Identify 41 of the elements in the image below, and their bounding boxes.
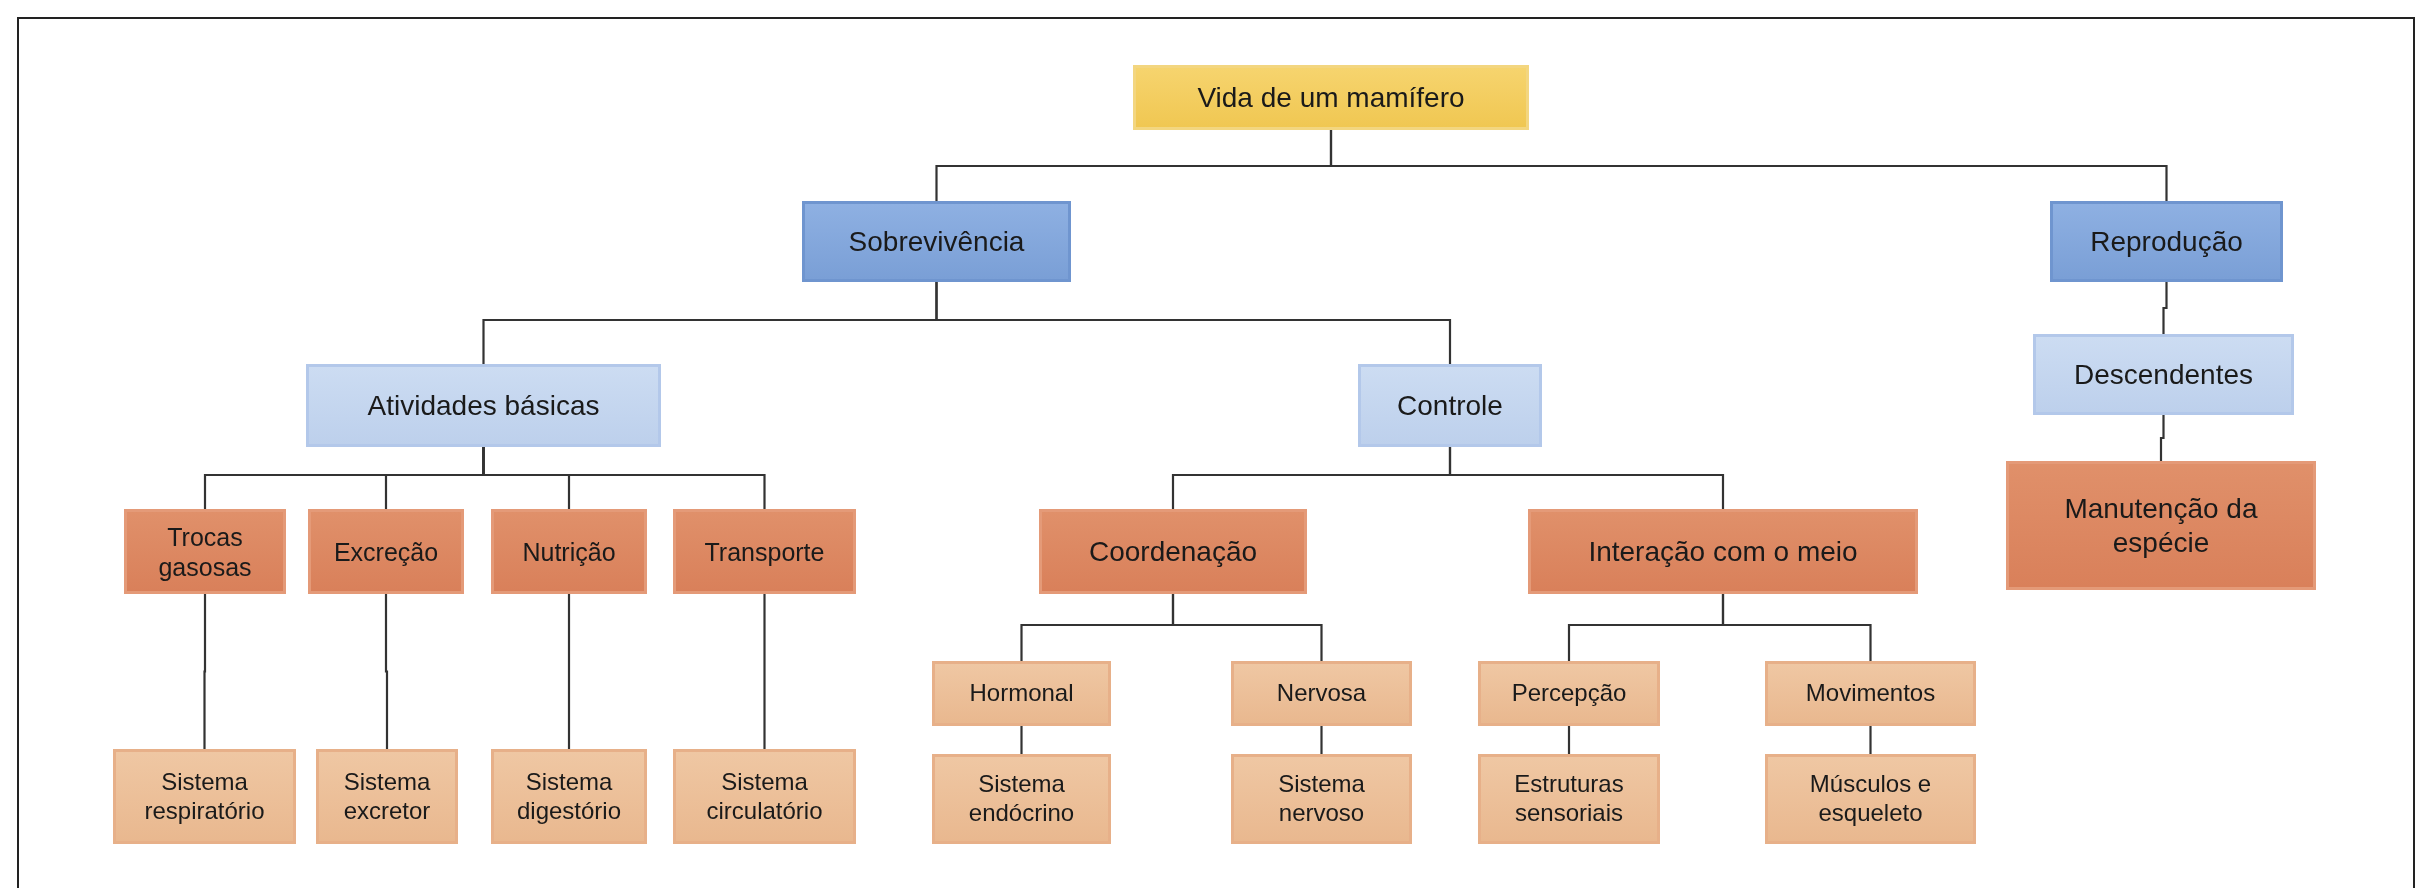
concept-box: Sistema respiratório	[113, 749, 296, 844]
concept-box: Sistema circulatório	[673, 749, 856, 844]
connector-line	[1020, 726, 1023, 754]
connector-line	[384, 594, 389, 749]
connector-line	[567, 594, 571, 749]
connector-line	[763, 594, 766, 749]
connector-line	[482, 447, 766, 509]
concept-box: Atividades básicas	[306, 364, 661, 447]
concept-box: Descendentes	[2033, 334, 2294, 415]
concept-box: Sistema digestório	[491, 749, 647, 844]
concept-box: Manutenção da espécie	[2006, 461, 2316, 590]
concept-box: Transporte	[673, 509, 856, 594]
concept-box: Controle	[1358, 364, 1542, 447]
concept-box: Hormonal	[932, 661, 1111, 726]
connector-line	[203, 594, 207, 749]
concept-box: Sistema excretor	[316, 749, 458, 844]
connector-line	[1448, 447, 1725, 509]
concept-box: Músculos e esqueleto	[1765, 754, 1976, 844]
concept-box: Vida de um mamífero	[1133, 65, 1529, 130]
connector-line	[1171, 594, 1323, 661]
concept-box: Sobrevivência	[802, 201, 1071, 282]
concept-box: Reprodução	[2050, 201, 2283, 282]
concept-box: Excreção	[308, 509, 464, 594]
concept-box: Sistema nervoso	[1231, 754, 1412, 844]
concept-box: Coordenação	[1039, 509, 1307, 594]
connector-line	[2162, 282, 2168, 334]
connector-line	[2159, 415, 2165, 461]
concept-box: Estruturas sensoriais	[1478, 754, 1660, 844]
connector-line	[1320, 726, 1323, 754]
connector-line	[1721, 594, 1872, 661]
concept-box: Nutrição	[491, 509, 647, 594]
concept-box: Percepção	[1478, 661, 1660, 726]
concept-box: Movimentos	[1765, 661, 1976, 726]
concept-box: Trocas gasosas	[124, 509, 286, 594]
connector-line	[1329, 130, 2168, 201]
connector-line	[1567, 726, 1571, 754]
concept-box: Sistema endócrino	[932, 754, 1111, 844]
concept-box: Nervosa	[1231, 661, 1412, 726]
concept-box: Interação com o meio	[1528, 509, 1918, 594]
connector-line	[935, 282, 1452, 364]
connector-line	[1869, 726, 1872, 754]
